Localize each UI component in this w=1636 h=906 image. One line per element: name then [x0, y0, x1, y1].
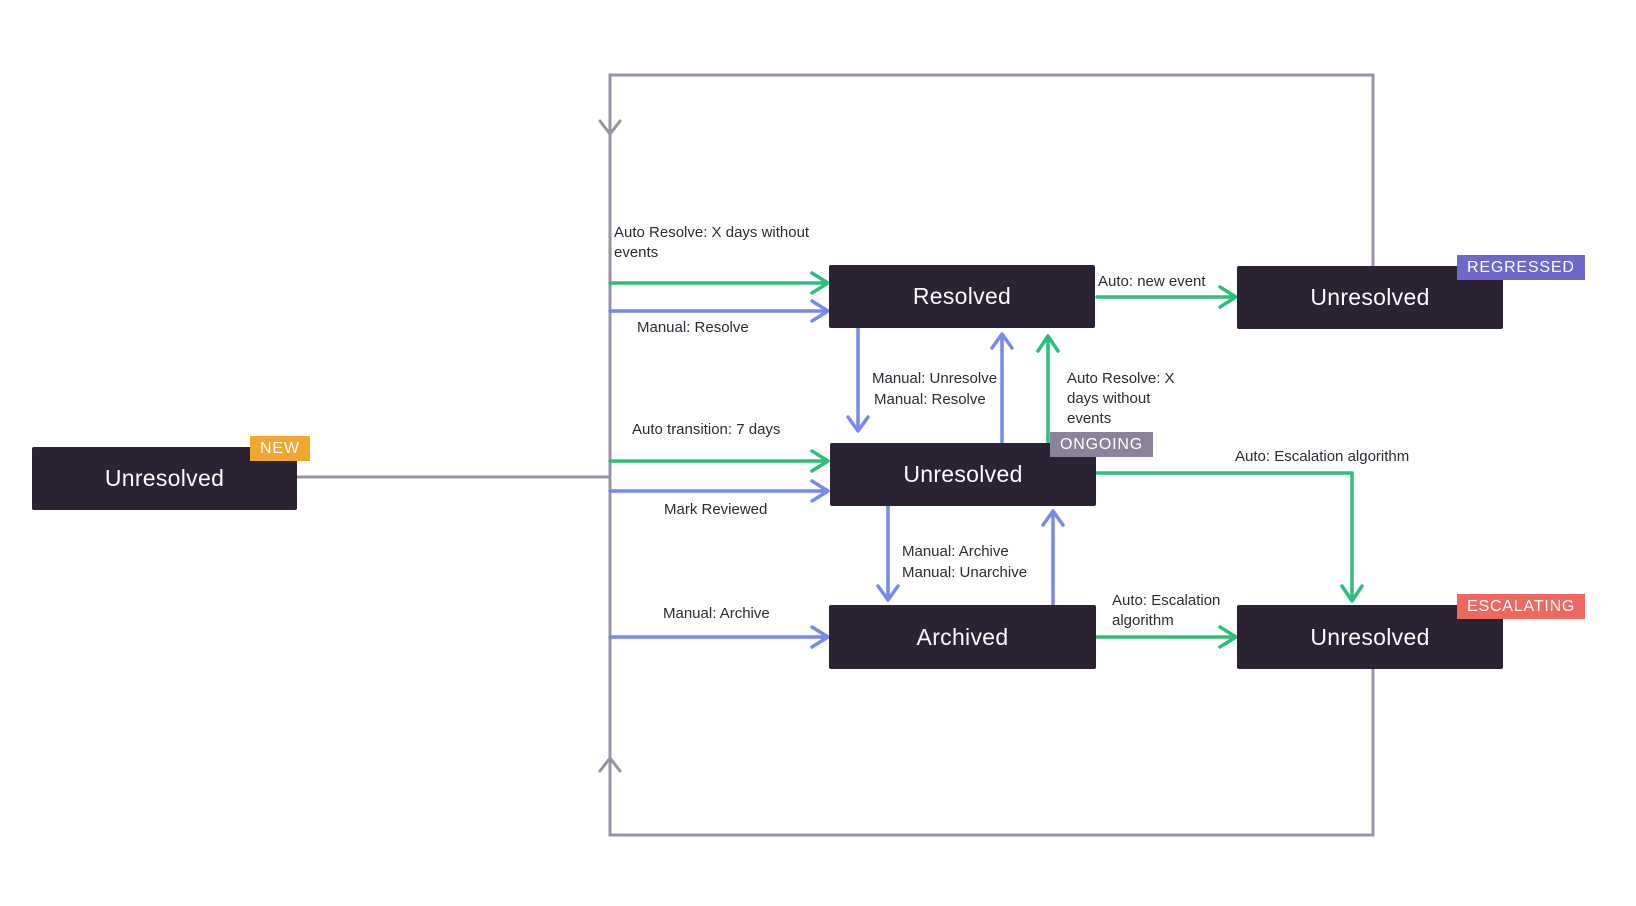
- state-label: Unresolved: [1310, 623, 1430, 650]
- state-label: Unresolved: [903, 461, 1023, 487]
- edge-label-auto-transition: Auto transition: 7 days: [632, 421, 781, 438]
- state-node-regressed: Unresolved: [1237, 266, 1503, 329]
- edge-label-auto-resolve-left: Auto Resolve: X days without events: [614, 224, 810, 261]
- state-node-resolved: Resolved: [829, 265, 1095, 328]
- state-label: Unresolved: [104, 465, 225, 491]
- edge-label-manual-archive-mid: Manual: Archive: [902, 543, 1009, 560]
- state-node-escalating: Unresolved: [1237, 605, 1503, 669]
- state-label: Archived: [916, 623, 1009, 650]
- state-label: Resolved: [912, 283, 1012, 309]
- edge-label-manual-resolve-mid: Manual: Resolve: [874, 391, 986, 408]
- loop-arrow-up-icon: [598, 755, 622, 773]
- edge-label-manual-archive-left: Manual: Archive: [663, 605, 770, 622]
- status-badge-ongoing: ONGOING: [1050, 432, 1153, 457]
- edge-label-auto-new-event: Auto: new event: [1098, 273, 1206, 290]
- edge-label-manual-resolve-left: Manual: Resolve: [637, 319, 749, 336]
- edge-label-auto-escalation-bottom: Auto: Escalation algorithm: [1112, 592, 1221, 629]
- edge-label-auto-escalation-right: Auto: Escalation algorithm: [1235, 448, 1410, 465]
- loop-arrow-down-icon: [598, 119, 622, 137]
- edge-label-manual-unarchive: Manual: Unarchive: [902, 564, 1028, 581]
- status-badge-regressed: REGRESSED: [1457, 255, 1585, 280]
- manual-edges: [608, 299, 1065, 649]
- state-node-archived: Archived: [829, 605, 1096, 669]
- auto-edges: [608, 271, 1364, 649]
- edge-label-auto-resolve-mid: Auto Resolve: X days without events: [1067, 370, 1175, 427]
- status-badge-new: NEW: [250, 436, 310, 461]
- loop-border: [295, 73, 1375, 837]
- edge-label-manual-unresolve: Manual: Unresolve: [872, 370, 998, 387]
- status-badge-escalating: ESCALATING: [1457, 594, 1586, 619]
- state-label: Unresolved: [1310, 284, 1430, 310]
- edge-label-mark-reviewed: Mark Reviewed: [664, 501, 768, 518]
